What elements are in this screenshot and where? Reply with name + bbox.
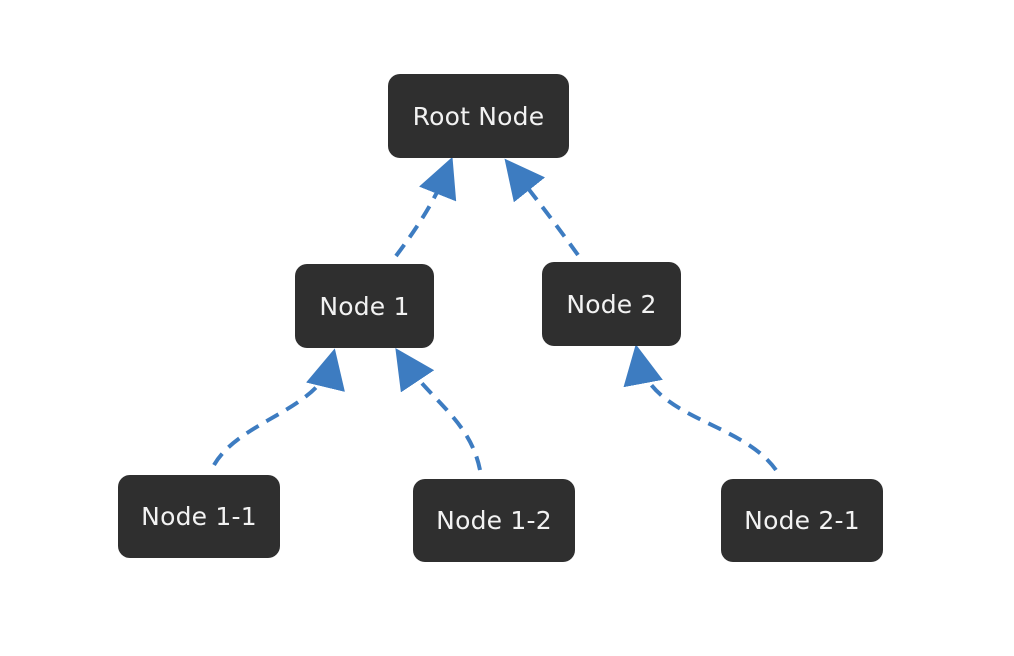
edge-node1-2-to-node1 [395,348,482,471]
edge-node1-1-to-node1 [212,348,345,467]
node-1-2: Node 1-2 [413,479,575,562]
node-1: Node 1 [295,264,434,348]
edge-node2-to-root [504,158,580,257]
root-node: Root Node [388,74,569,158]
node-2: Node 2 [542,262,681,346]
node-1-1: Node 1-1 [118,475,280,558]
edge-node2-1-to-node2 [623,344,778,472]
edge-node1-to-root [394,156,457,258]
node-2-1: Node 2-1 [721,479,883,562]
